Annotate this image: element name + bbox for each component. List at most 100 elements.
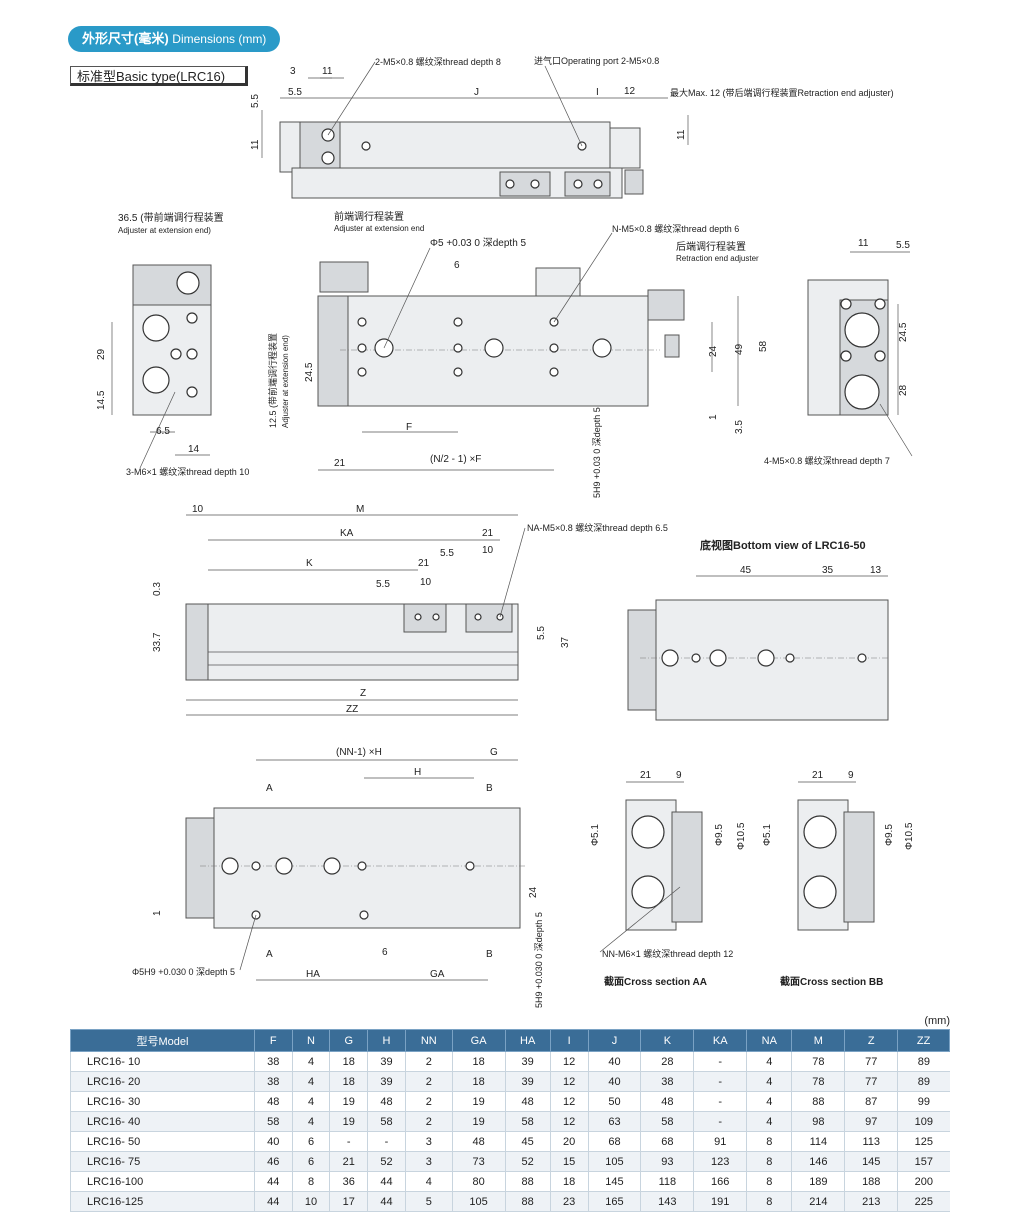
front-adj-cn: 前端调行程装置 <box>334 210 404 223</box>
table-cell: 4 <box>291 1091 330 1112</box>
table-header-cell: K <box>640 1029 695 1052</box>
bb-phi95: Φ9.5 <box>884 824 895 846</box>
lower-view: 10 M KA 21 NA-M5×0.8 螺纹深thread depth 6.5… <box>152 504 668 716</box>
sect-G: G <box>490 747 498 758</box>
right-m5-label: 4-M5×0.8 螺纹深thread depth 7 <box>764 455 890 466</box>
lower-NA: NA-M5×0.8 螺纹深thread depth 6.5 <box>527 522 668 533</box>
table-cell: 2 <box>404 1071 453 1092</box>
table-cell: 19 <box>451 1111 506 1132</box>
table-cell: 19 <box>451 1091 506 1112</box>
table-cell: 8 <box>746 1191 792 1212</box>
table-cell: 4 <box>291 1071 330 1092</box>
side-adj-ext: Adjuster at extension end) <box>118 226 211 235</box>
table-cell: LRC16- 30 <box>70 1091 255 1112</box>
top-thread-label: 2-M5×0.8 螺纹深thread depth 8 <box>375 56 501 67</box>
table-cell: 4 <box>746 1111 792 1132</box>
front-12-5: 12.5 (带前端调行程装置 <box>267 333 278 428</box>
side-6-5: 6.5 <box>156 426 170 437</box>
table-cell: 19 <box>329 1091 368 1112</box>
table-cell: 48 <box>451 1131 506 1152</box>
table-cell: 157 <box>897 1151 950 1172</box>
table-cell: 166 <box>693 1171 747 1192</box>
aa-nn-m6: NN-M6×1 螺纹深thread depth 12 <box>602 948 733 959</box>
table-cell: LRC16- 50 <box>70 1131 255 1152</box>
table-cell: LRC16- 20 <box>70 1071 255 1092</box>
table-cell: 44 <box>367 1191 406 1212</box>
cross-section-aa: 21 9 Φ5.1 Φ9.5 Φ10.5 NN-M6×1 螺纹深thread d… <box>590 770 747 988</box>
header-title-en: Dimensions (mm) <box>172 32 267 46</box>
table-header-cell: 型号Model <box>70 1029 255 1052</box>
front-3-5: 3.5 <box>734 420 745 434</box>
table-cell: 19 <box>329 1111 368 1132</box>
lower-0-3: 0.3 <box>152 582 163 596</box>
table-cell: 145 <box>844 1151 898 1172</box>
table-cell: 48 <box>504 1091 551 1112</box>
table-cell: 78 <box>791 1071 845 1092</box>
table-cell: 191 <box>693 1191 747 1212</box>
sect-GA: GA <box>430 969 445 980</box>
table-cell: 5 <box>404 1191 453 1212</box>
table-cell: 8 <box>746 1131 792 1152</box>
table-cell: - <box>329 1131 368 1152</box>
sect-nn: (NN-1) ×H <box>336 747 382 758</box>
table-cell: 2 <box>404 1091 453 1112</box>
subtitle-box: 标准型Basic type(LRC16) <box>70 66 248 86</box>
table-cell: 88 <box>791 1091 845 1112</box>
aa-title: 截面Cross section AA <box>604 975 707 988</box>
table-cell: 58 <box>367 1111 406 1132</box>
table-cell: - <box>367 1131 406 1152</box>
front-h9: 5H9 +0.03 0 深depth 5 <box>592 407 602 498</box>
sect-H: H <box>414 767 421 778</box>
bb-title: 截面Cross section BB <box>780 975 883 988</box>
table-cell: - <box>693 1111 747 1132</box>
front-21: 21 <box>334 458 346 469</box>
table-cell: 189 <box>791 1171 845 1192</box>
table-cell: 21 <box>329 1151 368 1172</box>
table-cell: 36 <box>329 1171 368 1192</box>
bottom-view: 底视图Bottom view of LRC16-50 45 35 13 <box>627 538 890 721</box>
table-header-cell: G <box>329 1029 369 1052</box>
table-cell: 4 <box>291 1051 330 1072</box>
table-header-cell: NN <box>404 1029 453 1052</box>
table-cell: LRC16- 10 <box>70 1051 255 1072</box>
table-cell: 8 <box>746 1151 792 1172</box>
table-cell: 6 <box>291 1151 330 1172</box>
sect-h9b: 5H9 +0.030 0 深depth 5 <box>534 912 544 1008</box>
front-rear-adj-en: Retraction end adjuster <box>676 254 759 263</box>
top-dim-5-5b: 5.5 <box>250 94 261 108</box>
table-cell: 225 <box>897 1191 950 1212</box>
bottom-45: 45 <box>740 565 752 576</box>
table-cell: 40 <box>253 1131 293 1152</box>
front-49: 49 <box>734 343 745 355</box>
table-cell: 123 <box>693 1151 747 1172</box>
table-cell: 18 <box>451 1051 506 1072</box>
sect-A-top: A <box>266 783 273 794</box>
right-11: 11 <box>858 238 869 249</box>
table-cell: 6 <box>291 1131 330 1152</box>
top-dim-5-5a: 5.5 <box>288 87 302 98</box>
table-cell: - <box>693 1071 747 1092</box>
table-header-cell: Z <box>844 1029 899 1052</box>
table-cell: 48 <box>640 1091 694 1112</box>
bottom-title: 底视图Bottom view of LRC16-50 <box>700 538 866 552</box>
right-28: 28 <box>898 384 909 396</box>
table-header-cell: KA <box>693 1029 748 1052</box>
table-cell: 28 <box>640 1051 694 1072</box>
table-cell: 15 <box>549 1151 589 1172</box>
table-cell: LRC16-100 <box>70 1171 255 1192</box>
technical-drawing: 3 11 5.5 J I 12 2-M5×0.8 螺纹深thread depth… <box>96 55 915 1008</box>
table-cell: 40 <box>587 1051 641 1072</box>
table-cell: 73 <box>451 1151 506 1172</box>
table-cell: 50 <box>587 1091 641 1112</box>
table-cell: 20 <box>549 1131 589 1152</box>
table-cell: 99 <box>897 1091 950 1112</box>
aa-phi95: Φ9.5 <box>714 824 725 846</box>
table-cell: 38 <box>253 1071 293 1092</box>
bottom-35: 35 <box>822 565 834 576</box>
table-cell: 17 <box>329 1191 368 1212</box>
front-nm5: N-M5×0.8 螺纹深thread depth 6 <box>612 223 739 234</box>
table-cell: 52 <box>504 1151 551 1172</box>
side-36-5: 36.5 (带前端调行程装置 <box>118 211 224 224</box>
